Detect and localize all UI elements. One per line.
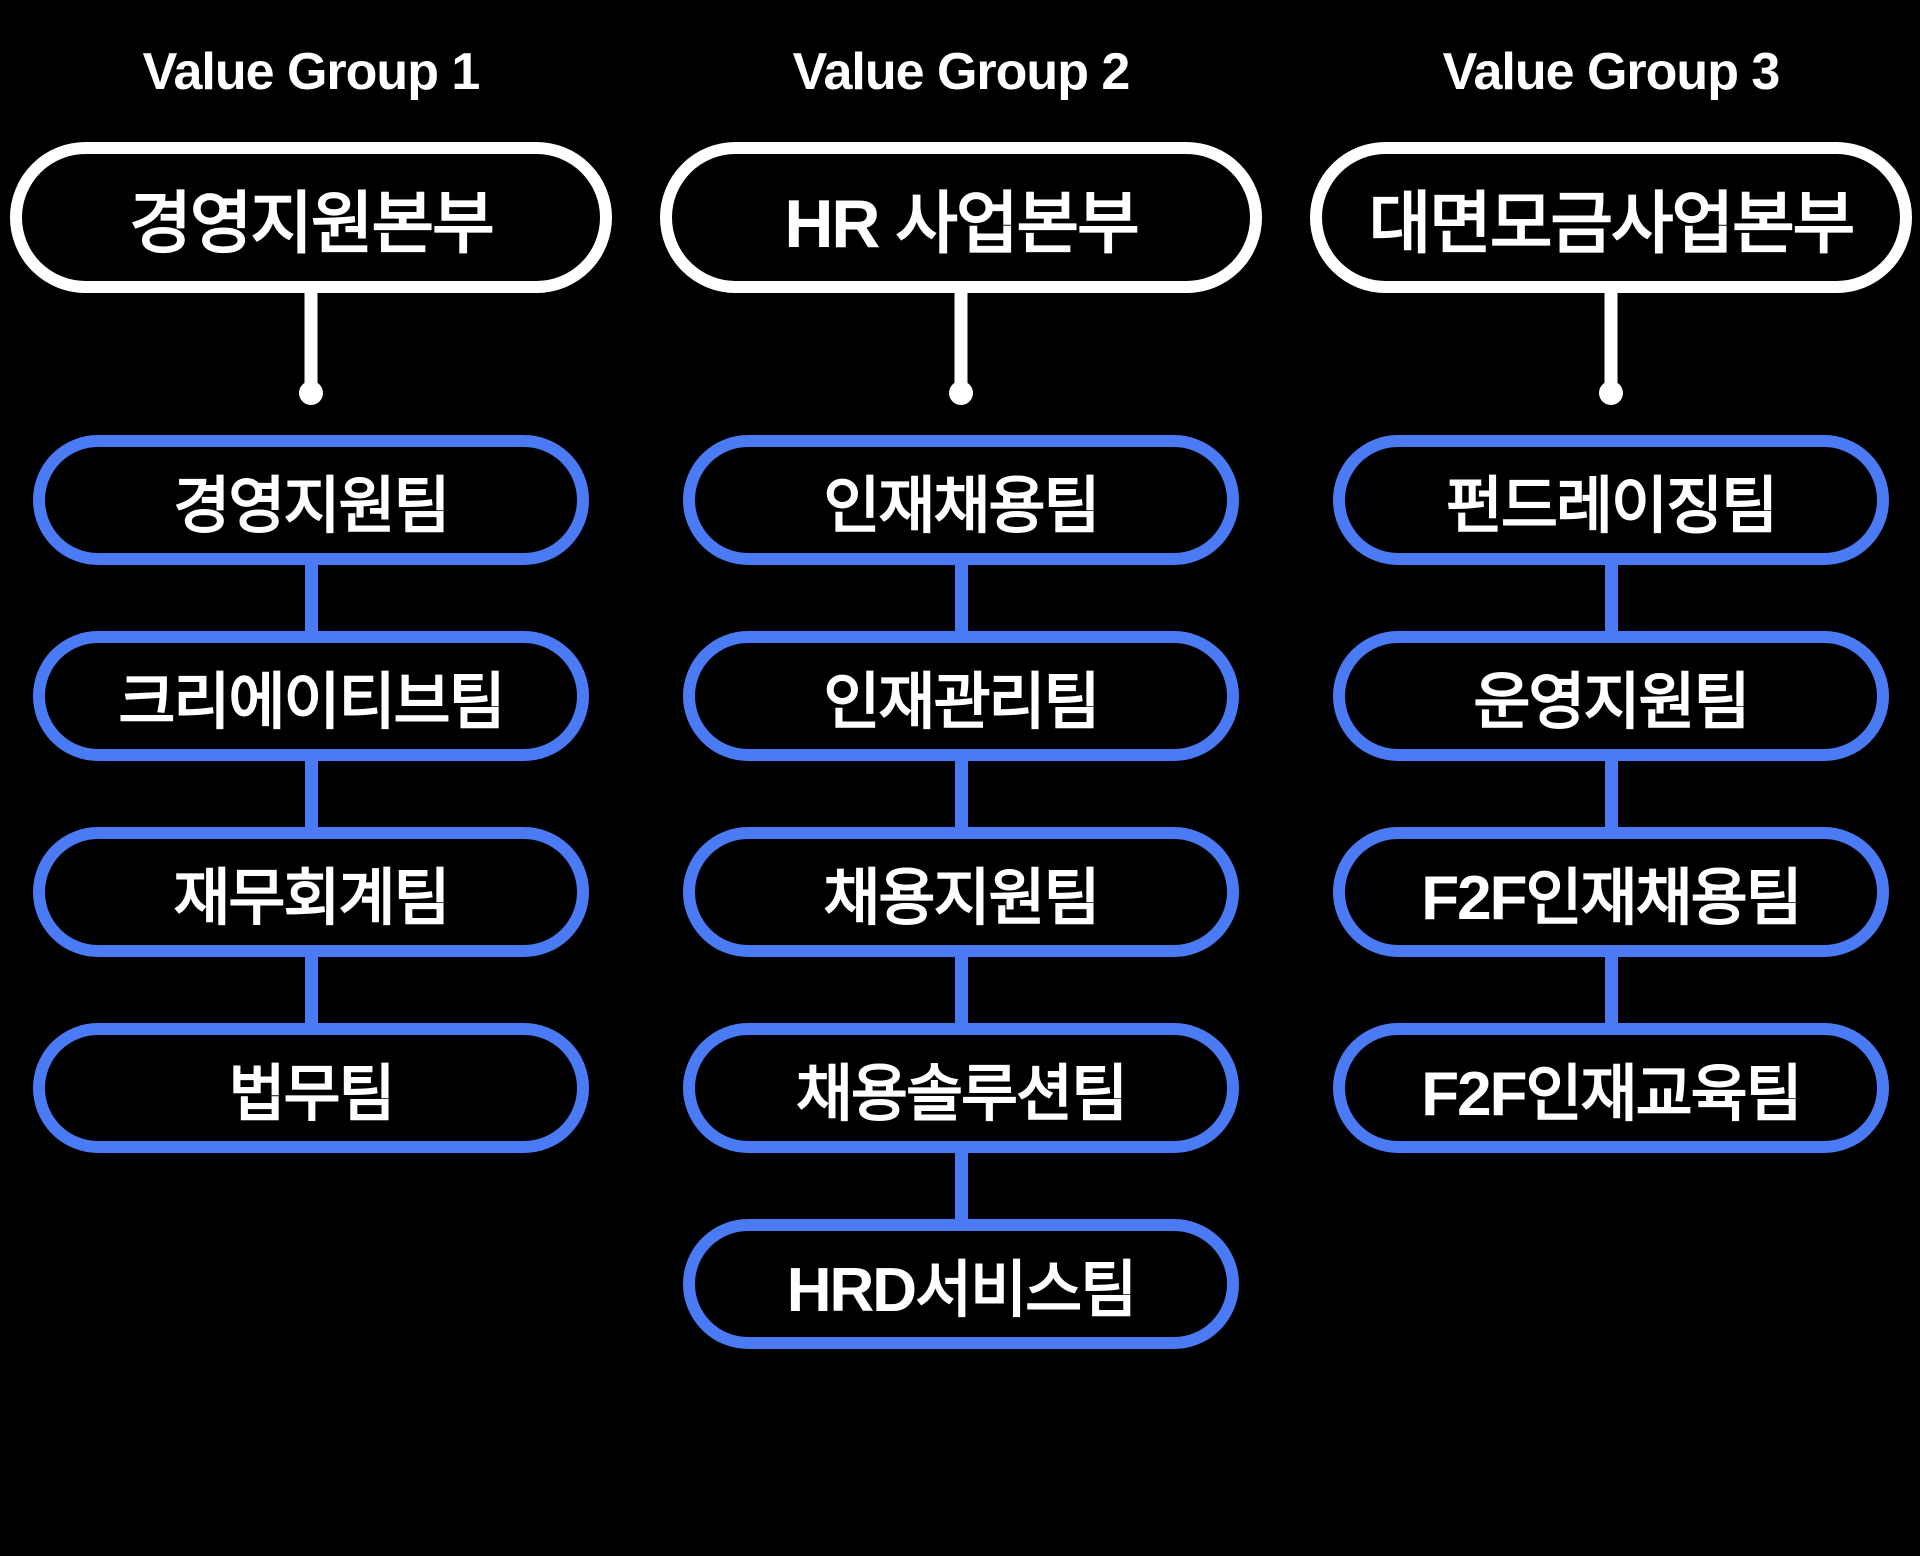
team-label: 크리에이티브팀 [118, 668, 505, 737]
connector-dot [299, 381, 323, 405]
headquarters-node: 경영지원본부 [10, 142, 612, 293]
team-node: F2F인재채용팀 [1333, 827, 1889, 957]
team-label: 재무회계팀 [173, 864, 450, 933]
team-label: 법무팀 [228, 1060, 395, 1129]
value-group-column: Value Group 2 HR 사업본부 인재채용팀 인재관리팀 채용지원팀 … [660, 0, 1262, 1349]
team-connector-line [1604, 957, 1618, 1023]
team-node: HRD서비스팀 [683, 1219, 1239, 1349]
team-connector-line [304, 957, 318, 1023]
team-connector-line [1604, 761, 1618, 827]
team-node: 법무팀 [33, 1023, 589, 1153]
team-label: HRD서비스팀 [786, 1256, 1137, 1325]
connector-line [304, 293, 318, 390]
team-label: 운영지원팀 [1473, 668, 1750, 737]
team-node: 펀드레이징팀 [1333, 435, 1889, 565]
value-group-column: Value Group 1 경영지원본부 경영지원팀 크리에이티브팀 재무회계팀… [10, 0, 612, 1153]
team-node: 채용솔루션팀 [683, 1023, 1239, 1153]
connector-line [954, 293, 968, 390]
team-label: 인재관리팀 [823, 668, 1100, 737]
team-connector-line [954, 761, 968, 827]
team-node: 채용지원팀 [683, 827, 1239, 957]
group-title: Value Group 1 [142, 43, 481, 101]
team-label: 인재채용팀 [823, 472, 1100, 541]
team-node: 운영지원팀 [1333, 631, 1889, 761]
team-list: 펀드레이징팀 운영지원팀 F2F인재채용팀 F2F인재교육팀 [1333, 435, 1889, 1153]
group-title: Value Group 3 [1442, 43, 1781, 101]
headquarters-label: 대면모금사업본부 [1368, 186, 1855, 262]
hq-connector [660, 293, 1262, 435]
headquarters-node: 대면모금사업본부 [1310, 142, 1912, 293]
headquarters-node: HR 사업본부 [660, 142, 1262, 293]
team-list: 인재채용팀 인재관리팀 채용지원팀 채용솔루션팀 HRD서비스팀 [683, 435, 1239, 1349]
team-label: 채용솔루션팀 [795, 1060, 1128, 1129]
hq-connector [10, 293, 612, 435]
team-label: 경영지원팀 [173, 472, 450, 541]
team-node: 크리에이티브팀 [33, 631, 589, 761]
team-node: 재무회계팀 [33, 827, 589, 957]
team-label: F2F인재교육팀 [1421, 1060, 1802, 1129]
team-node: 인재채용팀 [683, 435, 1239, 565]
team-node: F2F인재교육팀 [1333, 1023, 1889, 1153]
team-connector-line [304, 565, 318, 631]
team-label: 펀드레이징팀 [1445, 472, 1778, 541]
value-group-column: Value Group 3 대면모금사업본부 펀드레이징팀 운영지원팀 F2F인… [1310, 0, 1912, 1153]
headquarters-label: 경영지원본부 [129, 186, 494, 262]
connector-dot [1599, 381, 1623, 405]
hq-connector [1310, 293, 1912, 435]
group-title: Value Group 2 [792, 43, 1131, 101]
team-node: 인재관리팀 [683, 631, 1239, 761]
team-connector-line [304, 761, 318, 827]
team-connector-line [954, 957, 968, 1023]
connector-dot [949, 381, 973, 405]
connector-line [1604, 293, 1618, 390]
team-label: F2F인재채용팀 [1421, 864, 1802, 933]
headquarters-label: HR 사업본부 [784, 186, 1139, 262]
team-label: 채용지원팀 [823, 864, 1100, 933]
team-connector-line [954, 1153, 968, 1219]
team-node: 경영지원팀 [33, 435, 589, 565]
team-connector-line [954, 565, 968, 631]
team-connector-line [1604, 565, 1618, 631]
team-list: 경영지원팀 크리에이티브팀 재무회계팀 법무팀 [33, 435, 589, 1153]
